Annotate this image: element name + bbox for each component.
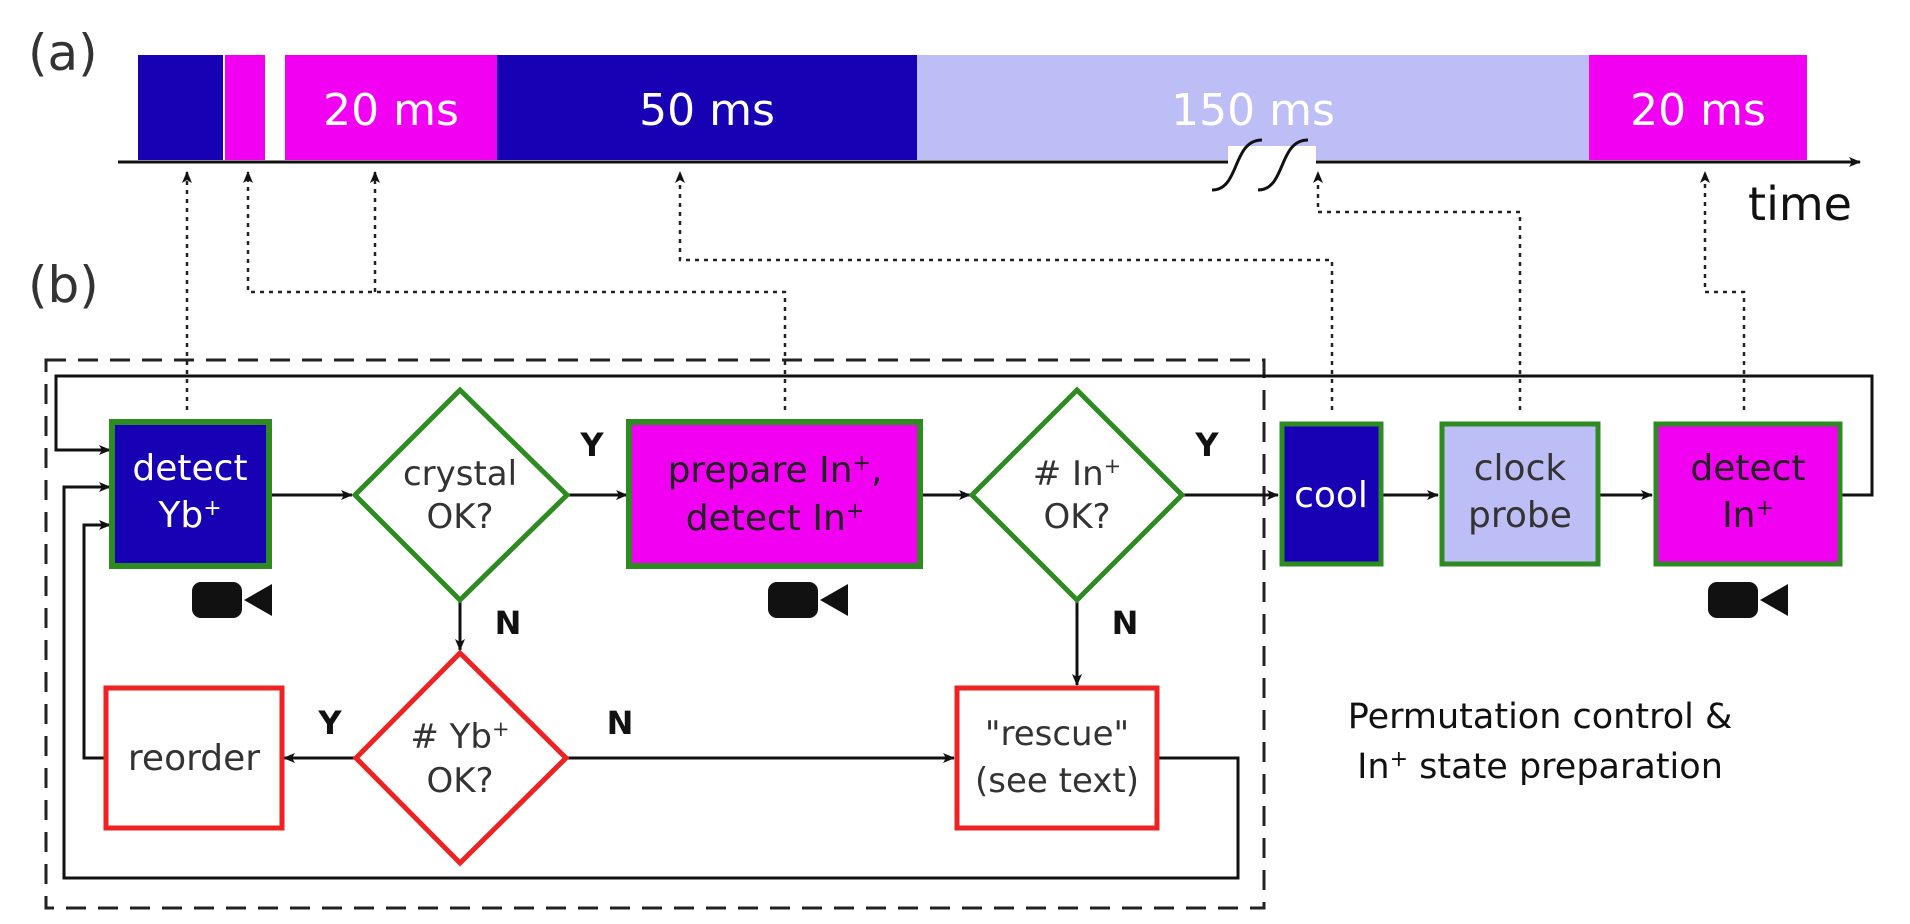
time-axis-label: time [1748, 177, 1852, 231]
axis-break-icon [1211, 138, 1316, 192]
panel-label-b: (b) [28, 256, 99, 314]
rescue-line1: "rescue" [985, 714, 1129, 754]
yb-ok-diamond: # Yb+ OK? [352, 649, 570, 867]
camera-icon [192, 582, 272, 618]
detect-yb-box: detect Yb+ [109, 419, 272, 569]
timeline-segment-6 [1589, 55, 1807, 160]
panel-label-a: (a) [28, 24, 98, 82]
yb-ok-yes-label: Y [317, 704, 342, 742]
cool-label: cool [1294, 475, 1368, 516]
in-ok-line1: # In+ [1033, 454, 1121, 494]
prepare-in-box: prepare In+, detect In+ [626, 419, 923, 569]
prepare-in-line1: prepare In+, [668, 450, 883, 491]
in-ok-yes-label: Y [1194, 426, 1219, 464]
clock-probe-box: clock probe [1439, 421, 1601, 567]
timeline-segment-3 [285, 55, 497, 160]
camera-icon [768, 582, 848, 618]
dotted-link-cool [675, 171, 1334, 410]
segment-6-label: 20 ms [1630, 85, 1766, 136]
clock-probe-line2: probe [1468, 495, 1572, 536]
dotted-link-clock-probe [1313, 171, 1522, 410]
detect-yb-line2: Yb+ [157, 495, 221, 536]
dotted-link-prepare-in-a [243, 171, 787, 410]
timeline-segment-1 [138, 55, 223, 160]
loop-line-rescue [62, 482, 1240, 880]
segment-4-label: 50 ms [639, 85, 775, 136]
yb-ok-no-label: N [607, 704, 634, 742]
cool-box: cool [1279, 421, 1384, 567]
in-ok-no-label: N [1112, 604, 1139, 642]
timeline-segment-4 [497, 55, 917, 160]
permutation-control-region [44, 358, 1266, 910]
caption-line2: In+ state preparation [1357, 747, 1723, 788]
loop-line-main [54, 374, 1874, 497]
prepare-in-line2: detect In+ [686, 498, 865, 539]
reorder-label: reorder [128, 738, 260, 779]
crystal-ok-diamond: crystal OK? [351, 386, 571, 604]
segment-3-label: 20 ms [323, 85, 459, 136]
crystal-yes-label: Y [579, 426, 604, 464]
rescue-box: "rescue" (see text) [954, 685, 1160, 831]
detect-in-line2: In+ [1722, 495, 1774, 536]
crystal-no-label: N [495, 604, 522, 642]
caption-line1: Permutation control & [1348, 697, 1733, 737]
crystal-ok-line1: crystal [403, 454, 517, 494]
detect-in-line1: detect [1690, 448, 1805, 489]
in-ok-diamond: # In+ OK? [968, 386, 1186, 604]
timeline-segment-2 [225, 55, 265, 160]
camera-icon [1708, 582, 1788, 618]
reorder-box: reorder [103, 685, 285, 831]
rescue-line2: (see text) [975, 761, 1139, 801]
crystal-ok-line2: OK? [426, 497, 493, 537]
detect-yb-line1: detect [132, 448, 247, 489]
dotted-link-detect-in [1700, 171, 1746, 410]
clock-probe-line1: clock [1474, 448, 1567, 489]
in-ok-line2: OK? [1043, 497, 1110, 537]
yb-ok-line2: OK? [426, 761, 493, 801]
segment-5-label: 150 ms [1171, 85, 1335, 136]
detect-in-box: detect In+ [1653, 421, 1843, 567]
yb-ok-line1: # Yb+ [410, 717, 509, 757]
